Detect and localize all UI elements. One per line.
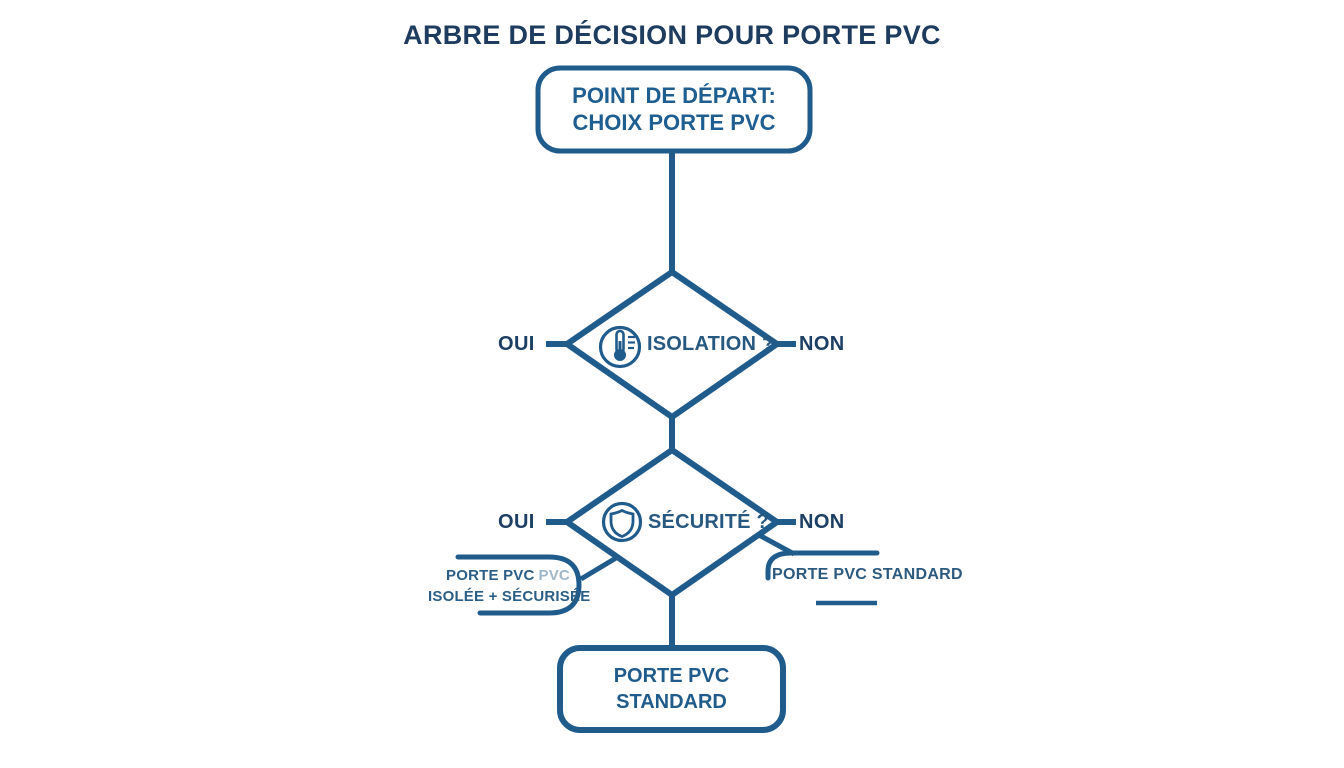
diagram-title: ARBRE DE DÉCISION POUR PORTE PVC [403, 20, 941, 50]
left-outcome-box-fragment [455, 554, 582, 616]
start-node-label: POINT DE DÉPART: CHOIX PORTE PVC [538, 68, 810, 151]
left-outcome-line1: PORTE PVC [446, 567, 535, 584]
thermometer-icon [598, 325, 642, 369]
bottom-outcome-line2: STANDARD [616, 691, 727, 713]
bottom-outcome-line1: PORTE PVC [613, 665, 730, 687]
isolation-non-label: NON [799, 333, 845, 355]
right-outcome-box-fragment [765, 550, 880, 581]
start-node-line2: CHOIX PORTE PVC [572, 109, 776, 135]
left-outcome-artifact-text: PVC [538, 567, 570, 584]
securite-oui-label: OUI [498, 511, 535, 533]
left-outcome-line2: ISOLÉE + SÉCURISÉE [428, 588, 591, 605]
shield-icon [601, 501, 643, 543]
bottom-outcome-label: PORTE PVC STANDARD [560, 648, 783, 730]
securite-decision-diamond [561, 446, 783, 599]
securite-non-label: NON [799, 511, 845, 533]
securite-question-label: SÉCURITÉ ? [648, 511, 769, 533]
isolation-decision-diamond [561, 268, 783, 421]
bottom-outcome-box [557, 645, 786, 733]
isolation-oui-label: OUI [498, 333, 535, 355]
start-node-box [535, 65, 813, 154]
start-node-line1: POINT DE DÉPART: [572, 82, 776, 108]
right-outcome-label: PORTE PVC STANDARD [772, 566, 963, 583]
connector-securite-to-left-outcome [579, 555, 618, 582]
isolation-question-label: ISOLATION ? [647, 333, 775, 355]
